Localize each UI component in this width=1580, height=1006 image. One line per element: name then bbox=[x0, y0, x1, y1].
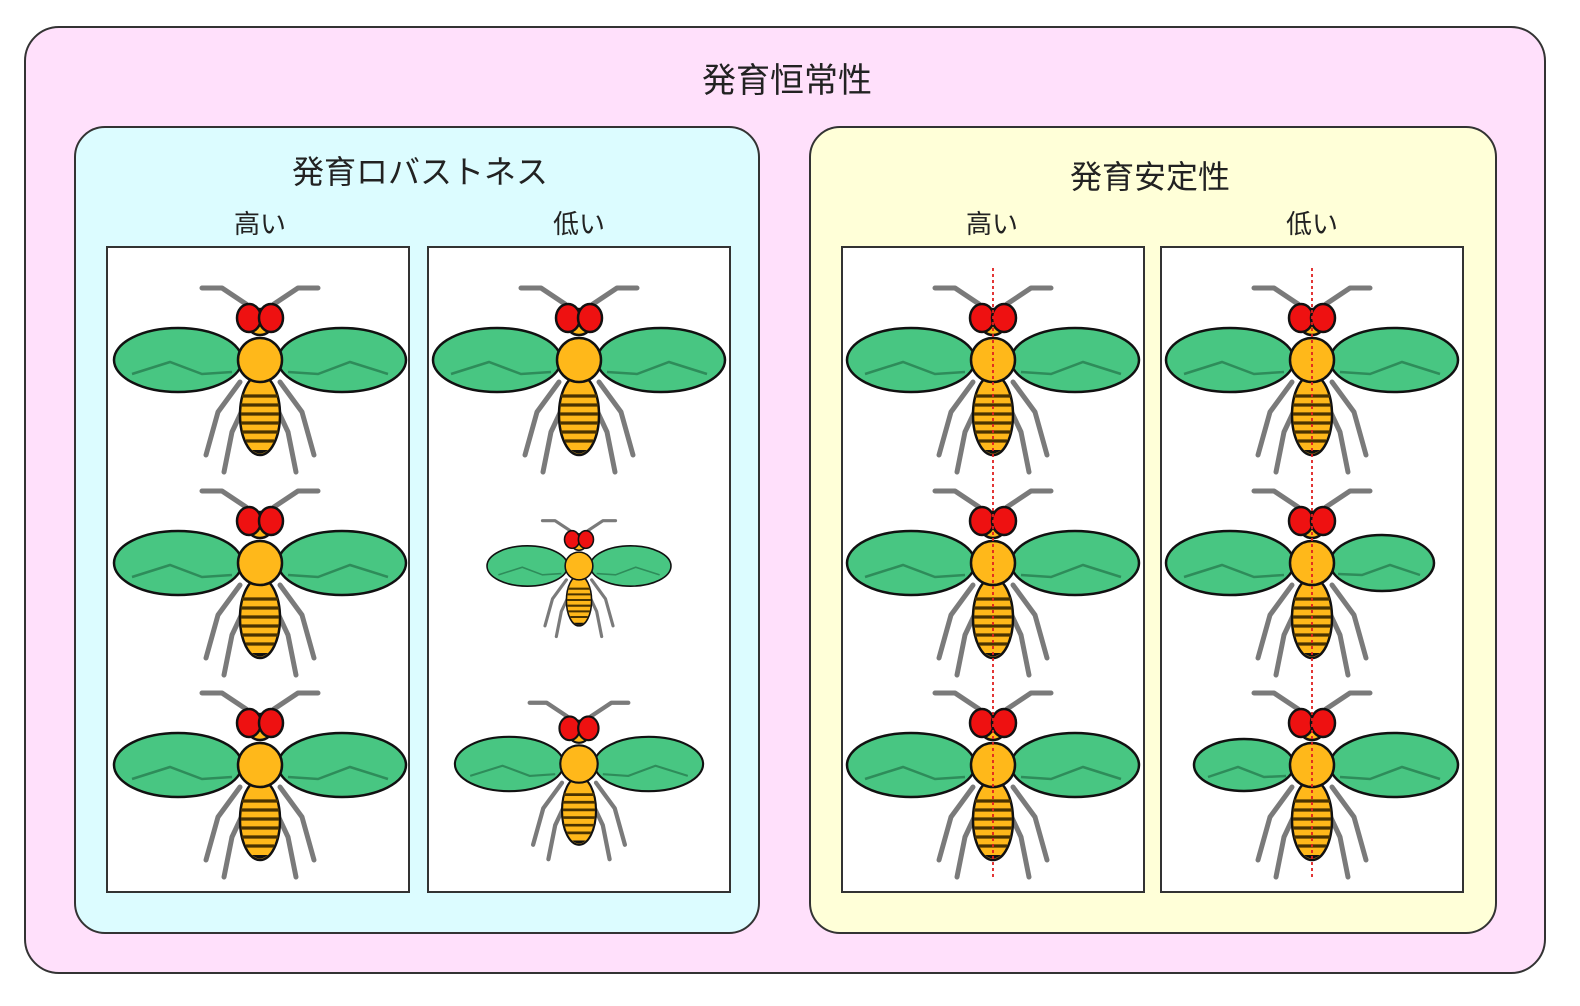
robustness-high-label: 高い bbox=[234, 210, 286, 240]
stability-title: 発育安定性 bbox=[1070, 158, 1230, 196]
robustness-title: 発育ロバストネス bbox=[292, 153, 548, 191]
stability-low-label: 低い bbox=[1286, 210, 1338, 240]
stability-high-label: 高い bbox=[966, 210, 1018, 240]
outer-title: 発育恒常性 bbox=[702, 61, 872, 101]
robustness-low-label: 低い bbox=[553, 210, 605, 240]
